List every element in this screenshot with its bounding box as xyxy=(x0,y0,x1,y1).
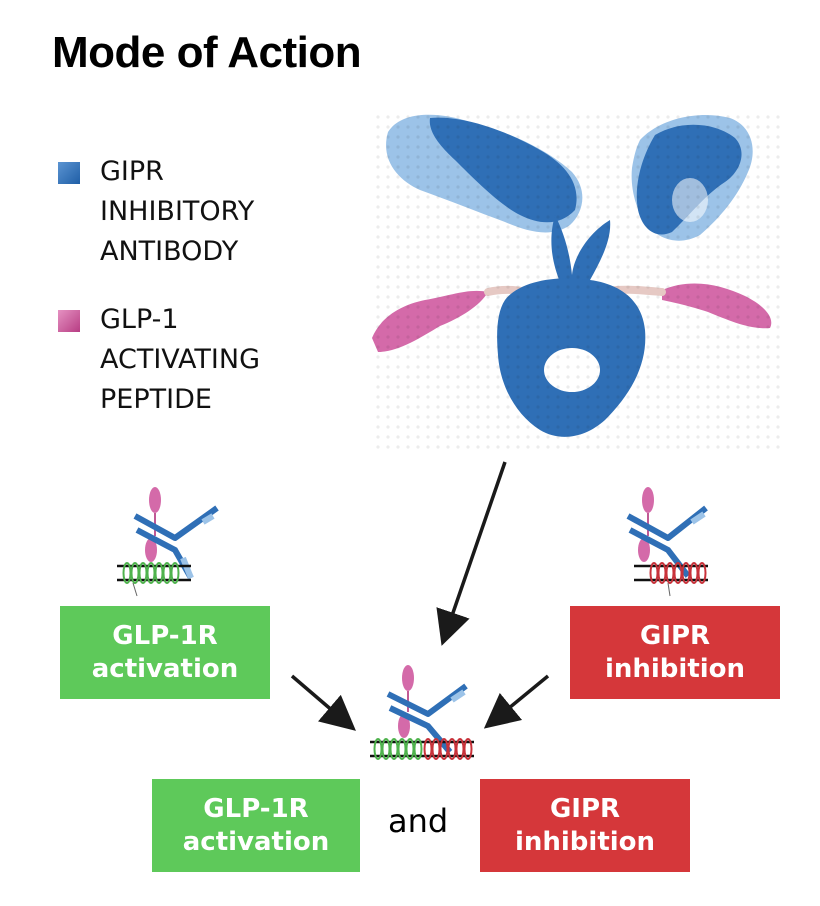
schematic-gipr-inhibition xyxy=(626,487,708,597)
arrow-glp1r-to-combined xyxy=(290,674,356,731)
page-title: Mode of Action xyxy=(52,28,362,77)
legend-swatch-antibody xyxy=(58,162,80,184)
gipr-inhibition-box-top: GIPR inhibition xyxy=(570,606,780,699)
legend-label-peptide: GLP-1 ACTIVATING PEPTIDE xyxy=(100,304,260,415)
glp1r-activation-box-top: GLP-1R activation xyxy=(60,606,270,699)
legend-label-antibody: GIPR INHIBITORY ANTIBODY xyxy=(100,156,255,267)
arrow-structure-to-combined xyxy=(436,461,507,646)
antibody-structure-image xyxy=(370,110,780,450)
gipr-inhibition-box-bottom: GIPR inhibition xyxy=(480,779,690,872)
schematic-glp1r-activation xyxy=(117,487,219,597)
glp1r-activation-box-bottom: GLP-1R activation xyxy=(152,779,360,872)
legend-swatch-peptide xyxy=(58,310,80,332)
schematic-combined xyxy=(370,665,474,760)
arrow-gipr-to-combined xyxy=(483,674,550,729)
and-connector-text: and xyxy=(388,802,449,840)
